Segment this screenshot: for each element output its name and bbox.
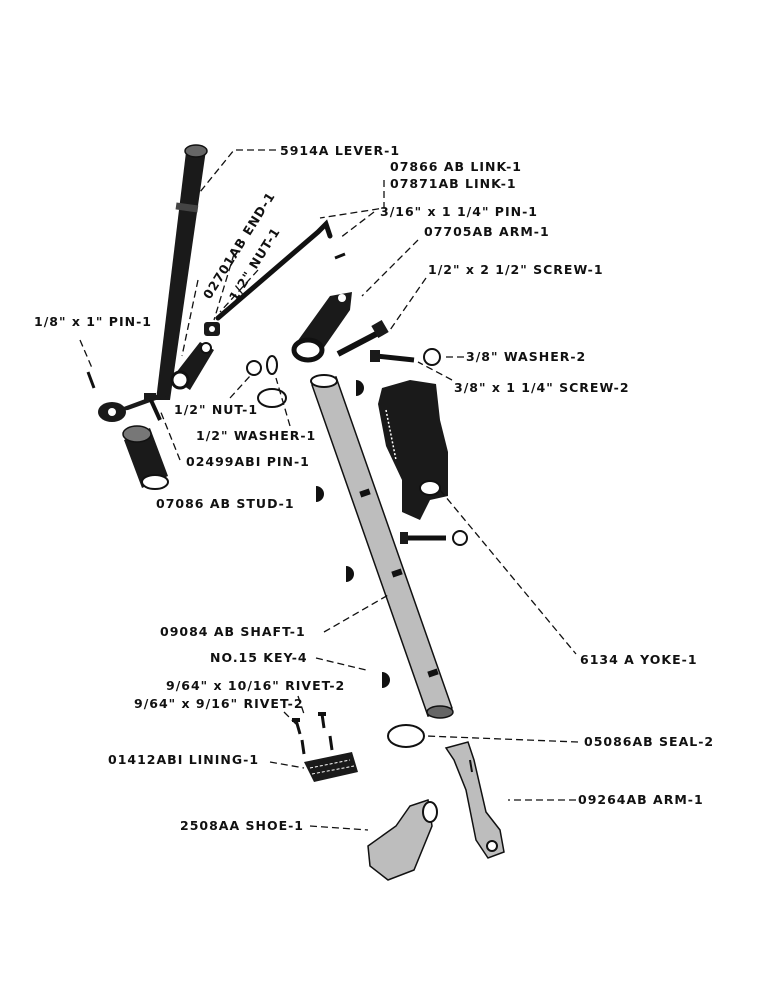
shaft-part: [310, 374, 454, 719]
rivets-part: [292, 712, 334, 755]
arm-09264-part: [444, 741, 505, 859]
screw-half-part: [336, 319, 389, 357]
label-link-07866: 07866 AB LINK-1: [390, 159, 522, 174]
label-pin-3-16: 3/16" x 1 1/4" PIN-1: [380, 204, 538, 219]
label-shoe: 2508AA SHOE-1: [180, 818, 304, 833]
label-pin-1-8: 1/8" x 1" PIN-1: [34, 314, 152, 329]
label-nut-half: 1/2" NUT-1: [174, 402, 258, 417]
label-washer-half: 1/2" WASHER-1: [196, 428, 316, 443]
washer-half-part: [257, 355, 287, 408]
label-screw-3-8: 3/8" x 1 1/4" SCREW-2: [454, 380, 630, 395]
label-link-07871: 07871AB LINK-1: [390, 176, 517, 191]
label-stud: 07086 AB STUD-1: [156, 496, 295, 511]
pin-02499-part: [144, 393, 162, 421]
nut-half-part: [246, 360, 262, 376]
lining-part: [304, 752, 358, 782]
label-rivet-9-16: 9/64" x 9/16" RIVET-2: [134, 696, 304, 711]
label-shaft: 09084 AB SHAFT-1: [160, 624, 306, 639]
seal-part: [387, 724, 425, 748]
label-lever: 5914A LEVER-1: [280, 143, 400, 158]
leader-lines: [79, 149, 579, 831]
label-seal: 05086AB SEAL-2: [584, 734, 714, 749]
label-yoke: 6134 A YOKE-1: [580, 652, 698, 667]
yoke-part: [378, 380, 448, 520]
label-key: NO.15 KEY-4: [210, 650, 308, 665]
keys-part: [316, 380, 390, 688]
label-rivet-10-16: 9/64" x 10/16" RIVET-2: [166, 678, 345, 693]
label-lining: 01412ABI LINING-1: [108, 752, 259, 767]
end-part: [170, 342, 214, 390]
nut-top-part: [204, 322, 220, 336]
label-arm-09264: 09264AB ARM-1: [578, 792, 704, 807]
label-arm-07705: 07705AB ARM-1: [424, 224, 550, 239]
pin-1-8-part: [86, 371, 96, 389]
washer-3-8-part: [423, 348, 441, 366]
stud-part: [122, 425, 169, 490]
label-pin-02499: 02499ABI PIN-1: [186, 454, 310, 469]
shoe-part: [367, 799, 438, 881]
link-part: [215, 219, 333, 321]
pin-small-part: [334, 252, 346, 260]
label-screw-half: 1/2" x 2 1/2" SCREW-1: [428, 262, 604, 277]
label-washer-3-8: 3/8" WASHER-2: [466, 349, 586, 364]
bolt-bottom-part: [400, 530, 468, 546]
arm-07705-part: [291, 292, 352, 363]
screw-3-8-part: [370, 350, 415, 363]
